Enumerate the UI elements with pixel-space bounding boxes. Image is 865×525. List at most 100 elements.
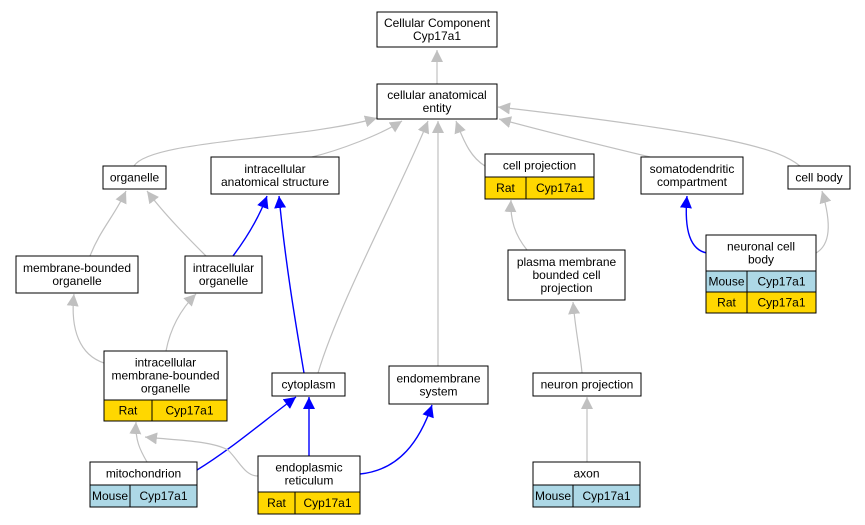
gene-label: Cyp17a1 — [139, 489, 187, 503]
node-box — [388, 365, 489, 405]
node-label: mitochondrion — [106, 467, 181, 481]
edge-er-to-endomembrane — [359, 404, 434, 475]
node-box — [376, 11, 498, 48]
edge-imbo-to-mbo — [66, 293, 105, 364]
edge-mito-to-imbo — [129, 421, 148, 463]
node-label: intracellular — [193, 261, 254, 275]
node-label: intracellular — [244, 162, 305, 176]
node-label: axon — [573, 467, 599, 481]
node-box — [507, 249, 626, 301]
edge-io-to-ias — [232, 195, 269, 257]
node-label: membrane-bounded — [111, 369, 219, 383]
node-label: membrane-bounded — [23, 261, 131, 275]
node-label: somatodendritic — [650, 162, 735, 176]
node-label: cell body — [795, 171, 842, 185]
species-label: Rat — [496, 181, 515, 195]
node-organelle[interactable]: organelle — [102, 165, 167, 190]
gene-label: Cyp17a1 — [303, 496, 351, 510]
node-label: compartment — [657, 175, 728, 189]
species-label: Mouse — [535, 489, 571, 503]
node-label: endomembrane — [396, 372, 480, 386]
node-box — [787, 165, 851, 190]
node-label: cellular anatomical — [387, 88, 486, 102]
edge-cellbody-to-cae — [497, 102, 801, 167]
species-label: Mouse — [92, 489, 128, 503]
node-label: endoplasmic — [275, 461, 342, 475]
edge-ias-to-cae — [311, 120, 403, 158]
edge-np-to-pmbcp — [568, 301, 583, 374]
node-label: body — [748, 253, 774, 267]
node-label: organelle — [141, 382, 191, 396]
node-label: neuronal cell — [727, 240, 795, 254]
edge-mito-to-cytoplasm — [196, 396, 297, 471]
annotation-row — [532, 484, 641, 508]
node-label: Cyp17a1 — [413, 29, 461, 43]
edge-cytoplasm-to-cae — [317, 120, 430, 374]
gene-label: Cyp17a1 — [165, 404, 213, 418]
edge-mbo-to-organelle — [89, 190, 127, 257]
edge-er-to-imbo — [144, 432, 259, 477]
edge-pmbcp-to-cellproj — [504, 199, 528, 251]
node-label: entity — [423, 101, 452, 115]
node-label: organelle — [199, 274, 249, 288]
gene-label: Cyp17a1 — [536, 181, 584, 195]
annotation-row — [103, 399, 228, 422]
annotation-row — [705, 291, 817, 314]
edges — [66, 50, 832, 477]
edge-soma-to-cae — [498, 116, 651, 158]
edge-cytoplasm-to-ias — [274, 195, 305, 374]
node-box — [532, 372, 642, 397]
node-label: system — [419, 385, 457, 399]
gene-label: Cyp17a1 — [582, 489, 630, 503]
node-box — [102, 165, 167, 190]
node-label: neuron projection — [541, 378, 634, 392]
edge-cellproj-to-cae — [454, 120, 486, 167]
species-label: Rat — [267, 496, 286, 510]
node-box — [271, 372, 346, 397]
edge-imbo-to-io — [165, 293, 197, 352]
species-label: Rat — [119, 404, 138, 418]
node-box — [210, 156, 340, 195]
node-label: cytoplasm — [281, 378, 335, 392]
node-label: bounded cell — [532, 268, 600, 282]
node-label: cell projection — [503, 159, 576, 173]
node-label: organelle — [52, 274, 102, 288]
node-box — [184, 255, 263, 294]
species-label: Mouse — [708, 275, 744, 289]
node-box — [640, 156, 744, 195]
gene-label: Cyp17a1 — [757, 275, 805, 289]
species-label: Rat — [717, 296, 736, 310]
node-label: anatomical structure — [221, 175, 329, 189]
edge-ncb-to-soma — [679, 195, 708, 254]
node-box — [15, 255, 139, 294]
node-label: intracellular — [135, 356, 196, 370]
edge-io-to-organelle — [146, 190, 207, 257]
node-label: reticulum — [285, 474, 334, 488]
node-intracellular-membrane-bounded-organelle[interactable]: intracellularmembrane-boundedorganelleRa… — [103, 350, 228, 422]
node-label: organelle — [110, 171, 160, 185]
node-box — [376, 83, 498, 120]
annotation-row — [257, 491, 361, 515]
gene-label: Cyp17a1 — [757, 296, 805, 310]
node-cell-body[interactable]: cell body — [787, 165, 851, 190]
edge-organelle-to-cae — [133, 115, 378, 167]
node-cytoplasm[interactable]: cytoplasm — [271, 372, 346, 397]
node-label: plasma membrane — [517, 255, 617, 269]
edge-ncb-to-cellbody — [815, 190, 832, 254]
node-neuron-projection[interactable]: neuron projection — [532, 372, 642, 397]
node-label: Cellular Component — [384, 16, 491, 30]
